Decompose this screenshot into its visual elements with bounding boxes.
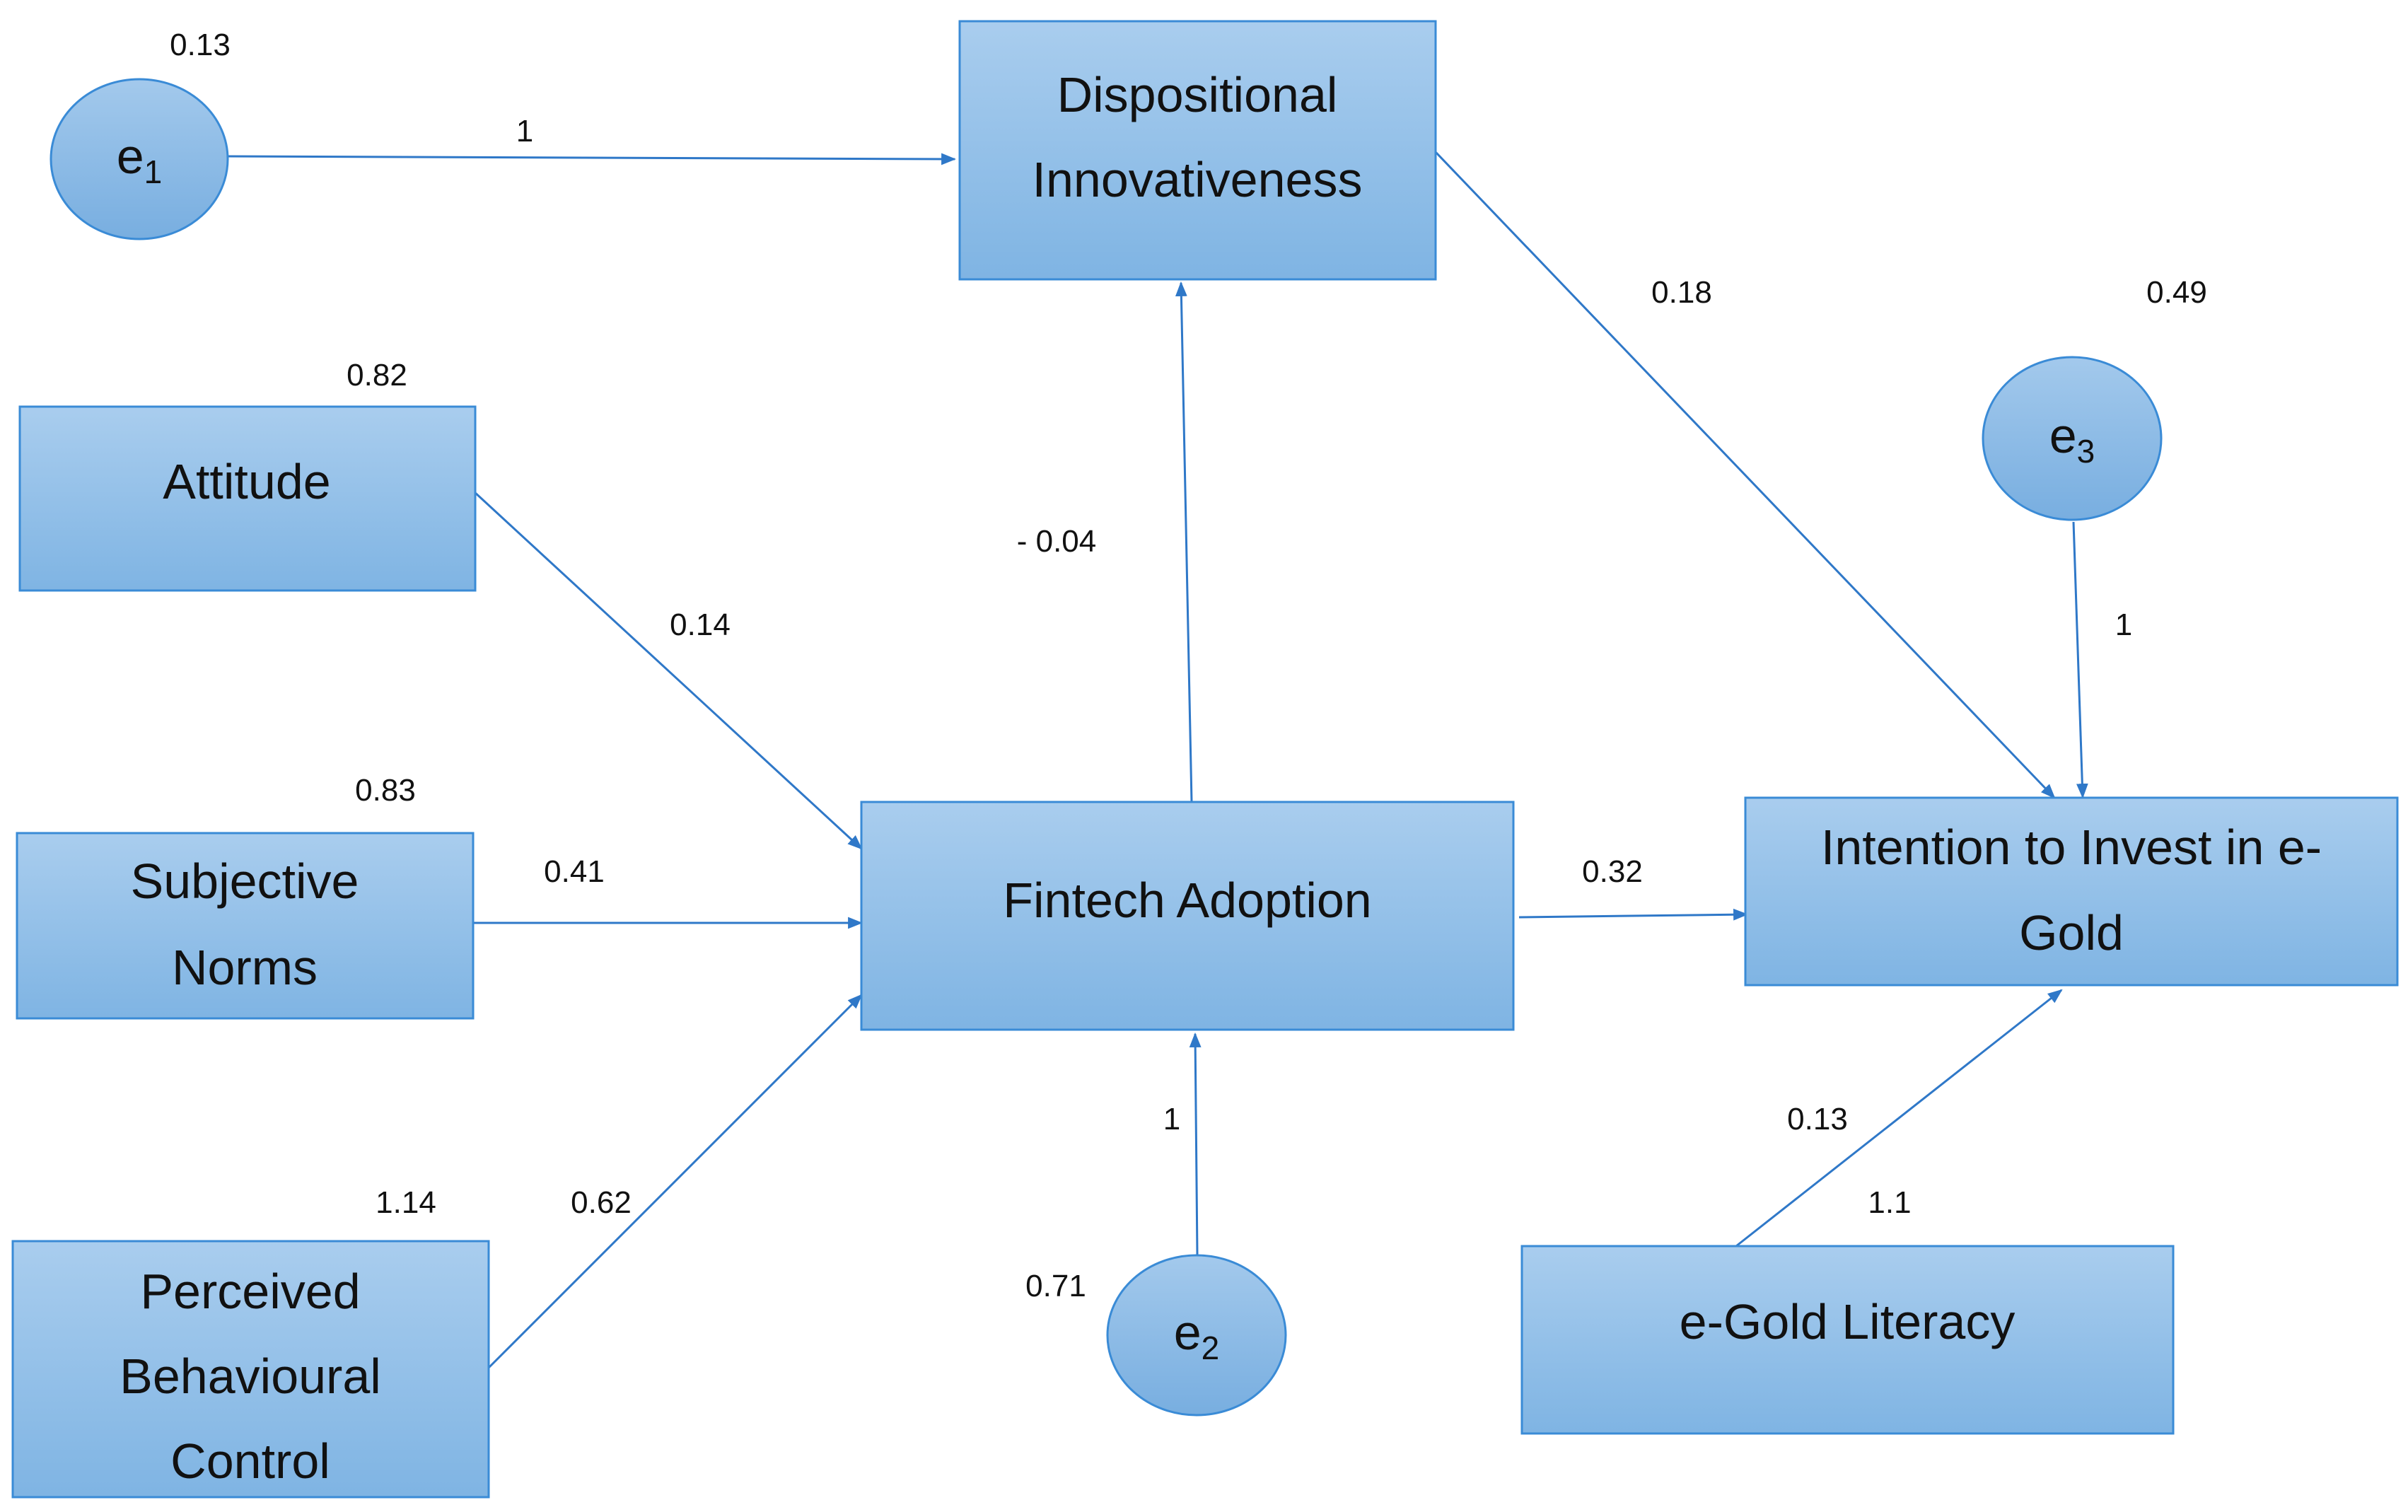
subjective-line-1: Subjective xyxy=(131,854,359,909)
node-attitude: Attitude xyxy=(18,405,477,592)
node-fintech-adoption: Fintech Adoption xyxy=(860,801,1515,1031)
intention-line-1: Intention to Invest in e- xyxy=(1821,820,2322,875)
edge-fintech-dispositional xyxy=(1175,281,1193,803)
variance-e2: 0.71 xyxy=(1025,1269,1086,1303)
edge-fintech-intention xyxy=(1518,908,1749,921)
attitude-line-1: Attitude xyxy=(163,454,330,509)
perceived-line-2: Behavioural xyxy=(120,1349,381,1404)
variance-literacy: 1.1 xyxy=(1868,1185,1911,1220)
edge-e2-fintech xyxy=(1189,1032,1202,1256)
path-label-attitude-fintech: 0.14 xyxy=(670,607,731,642)
edge-e3-intention xyxy=(2072,521,2088,799)
edge-attitude-fintech xyxy=(472,490,863,850)
node-subjective-norms: Subjective Norms xyxy=(16,832,475,1020)
variance-perceived: 1.14 xyxy=(376,1185,436,1220)
dispositional-line-2: Innovativeness xyxy=(1033,152,1363,207)
path-label-fintech-intention: 0.32 xyxy=(1582,854,1643,889)
node-dispositional-innovativeness: Dispositional Innovativeness xyxy=(958,20,1437,281)
variance-subjective: 0.83 xyxy=(355,773,416,808)
fintech-line-1: Fintech Adoption xyxy=(1003,873,1371,928)
node-intention-to-invest: Intention to Invest in e- Gold xyxy=(1744,796,2399,987)
variance-e3: 0.49 xyxy=(2146,275,2207,310)
error-e3-label: e3 xyxy=(2049,408,2095,470)
edge-perceived-fintech xyxy=(487,994,863,1370)
path-label-perceived-fintech: 0.62 xyxy=(571,1185,632,1220)
edge-e1-dispositional xyxy=(227,153,957,165)
node-perceived-behavioural-control: Perceived Behavioural Control xyxy=(11,1240,490,1499)
perceived-line-1: Perceived xyxy=(140,1264,360,1319)
dispositional-line-1: Dispositional xyxy=(1057,67,1338,122)
variance-e1: 0.13 xyxy=(170,28,231,62)
path-label-e2-fintech: 1 xyxy=(1163,1102,1180,1136)
literacy-line-1: e-Gold Literacy xyxy=(1680,1294,2016,1349)
error-e1-node: e1 xyxy=(50,78,229,240)
subjective-line-2: Norms xyxy=(172,940,318,995)
path-label-literacy-intention: 0.13 xyxy=(1787,1102,1848,1136)
error-e2-node: e2 xyxy=(1106,1254,1287,1417)
path-label-dispositional-intention: 0.18 xyxy=(1651,275,1712,310)
path-label-e3-intention: 1 xyxy=(2115,607,2132,642)
error-e2-label: e2 xyxy=(1174,1305,1220,1366)
intention-line-2: Gold xyxy=(2019,905,2124,960)
variance-attitude: 0.82 xyxy=(347,358,407,392)
edge-dispositional-intention xyxy=(1434,151,2056,799)
node-egold-literacy: e-Gold Literacy xyxy=(1520,1245,2175,1435)
edge-literacy-intention xyxy=(1735,989,2063,1248)
error-e1-label: e1 xyxy=(117,129,163,190)
path-label-e1-dispositional: 1 xyxy=(516,114,533,149)
path-label-fintech-dispositional: - 0.04 xyxy=(1017,524,1097,559)
error-e3-node: e3 xyxy=(1982,356,2163,521)
perceived-line-3: Control xyxy=(170,1434,330,1489)
path-label-subjective-fintech: 0.41 xyxy=(544,854,605,889)
